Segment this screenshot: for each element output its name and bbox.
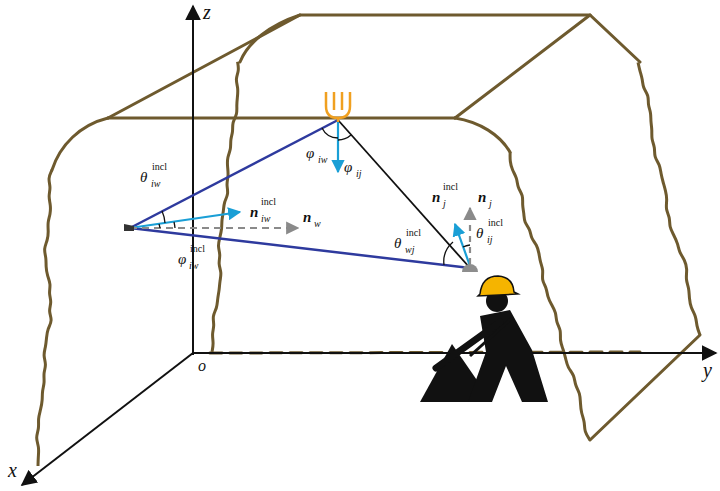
- vectors: [130, 122, 470, 266]
- anchor-to-antenna-line: [130, 120, 338, 228]
- antenna-symbol: [326, 92, 350, 122]
- worker-figure: [420, 264, 548, 402]
- subscript: w: [314, 219, 321, 229]
- vector-symbol: n: [478, 190, 486, 205]
- tag-receiver: [462, 264, 478, 272]
- subscript: iw: [189, 261, 198, 271]
- worker-arm: [436, 322, 500, 368]
- subscript: wj: [405, 245, 414, 255]
- angle-symbol: θ: [140, 170, 147, 185]
- tunnel-wall: [37, 170, 52, 466]
- vector-arrow: [469, 208, 471, 264]
- angle-arc: [463, 245, 470, 247]
- vector-arrow: [455, 224, 470, 266]
- superscript: incl: [443, 182, 458, 192]
- vector-symbol: n: [432, 190, 440, 205]
- x-axis: [22, 353, 193, 485]
- roof-edge: [455, 15, 590, 118]
- vector-arrow: [337, 122, 339, 172]
- angle-symbol: θ: [394, 236, 401, 251]
- subscript: j: [443, 199, 446, 209]
- axis-label: o: [198, 358, 206, 374]
- superscript: incl: [406, 228, 421, 238]
- axis-label: z: [203, 2, 211, 22]
- worker-body: [468, 310, 548, 402]
- front-corner-right: [455, 118, 510, 152]
- anchor-node: [124, 224, 134, 231]
- axis-label: x: [8, 460, 17, 480]
- superscript: incl: [190, 244, 205, 254]
- subscript: ij: [487, 235, 493, 245]
- back-corner-left: [240, 15, 300, 62]
- subscript: ij: [356, 169, 362, 179]
- front-corner-left: [52, 118, 108, 170]
- subscript: iw: [151, 179, 160, 189]
- antenna-to-tag-line: [338, 120, 470, 268]
- subscript: iw: [261, 214, 270, 224]
- angle-arc: [322, 128, 338, 138]
- angle-arcs: [159, 128, 470, 265]
- axis-label: y: [703, 360, 712, 380]
- angle-symbol: φ: [344, 160, 352, 175]
- tunnel-wall: [638, 62, 700, 335]
- tunnel-walls: [37, 62, 700, 466]
- angle-symbol: θ: [476, 226, 483, 241]
- angle-arc: [174, 222, 175, 228]
- shovel-handle: [470, 318, 512, 356]
- subscript: j: [489, 199, 492, 209]
- signal-paths: [130, 120, 470, 268]
- angle-symbol: φ: [306, 146, 314, 161]
- subscript: iw: [318, 155, 327, 165]
- angle-arc: [444, 242, 453, 265]
- front-roof: [108, 117, 455, 120]
- vector-arrow: [130, 212, 240, 228]
- superscript: incl: [261, 197, 276, 207]
- tunnel-edges: [52, 15, 700, 440]
- angle-symbol: φ: [178, 252, 186, 267]
- axes: [22, 6, 716, 485]
- vector-symbol: n: [250, 205, 258, 220]
- anchor-to-tag-line: [130, 228, 470, 268]
- floor-edge-right: [590, 335, 700, 440]
- superscript: incl: [488, 218, 503, 228]
- hard-hat: [478, 276, 518, 296]
- angle-arc: [159, 224, 160, 228]
- z-axis: [192, 6, 194, 355]
- tunnel-wall: [212, 62, 238, 352]
- angle-arc: [162, 211, 165, 223]
- roof-edges: [108, 15, 640, 118]
- superscript: incl: [152, 162, 167, 172]
- vector-symbol: n: [303, 210, 311, 225]
- vector-arrow: [130, 227, 298, 229]
- angle-arc: [338, 135, 351, 140]
